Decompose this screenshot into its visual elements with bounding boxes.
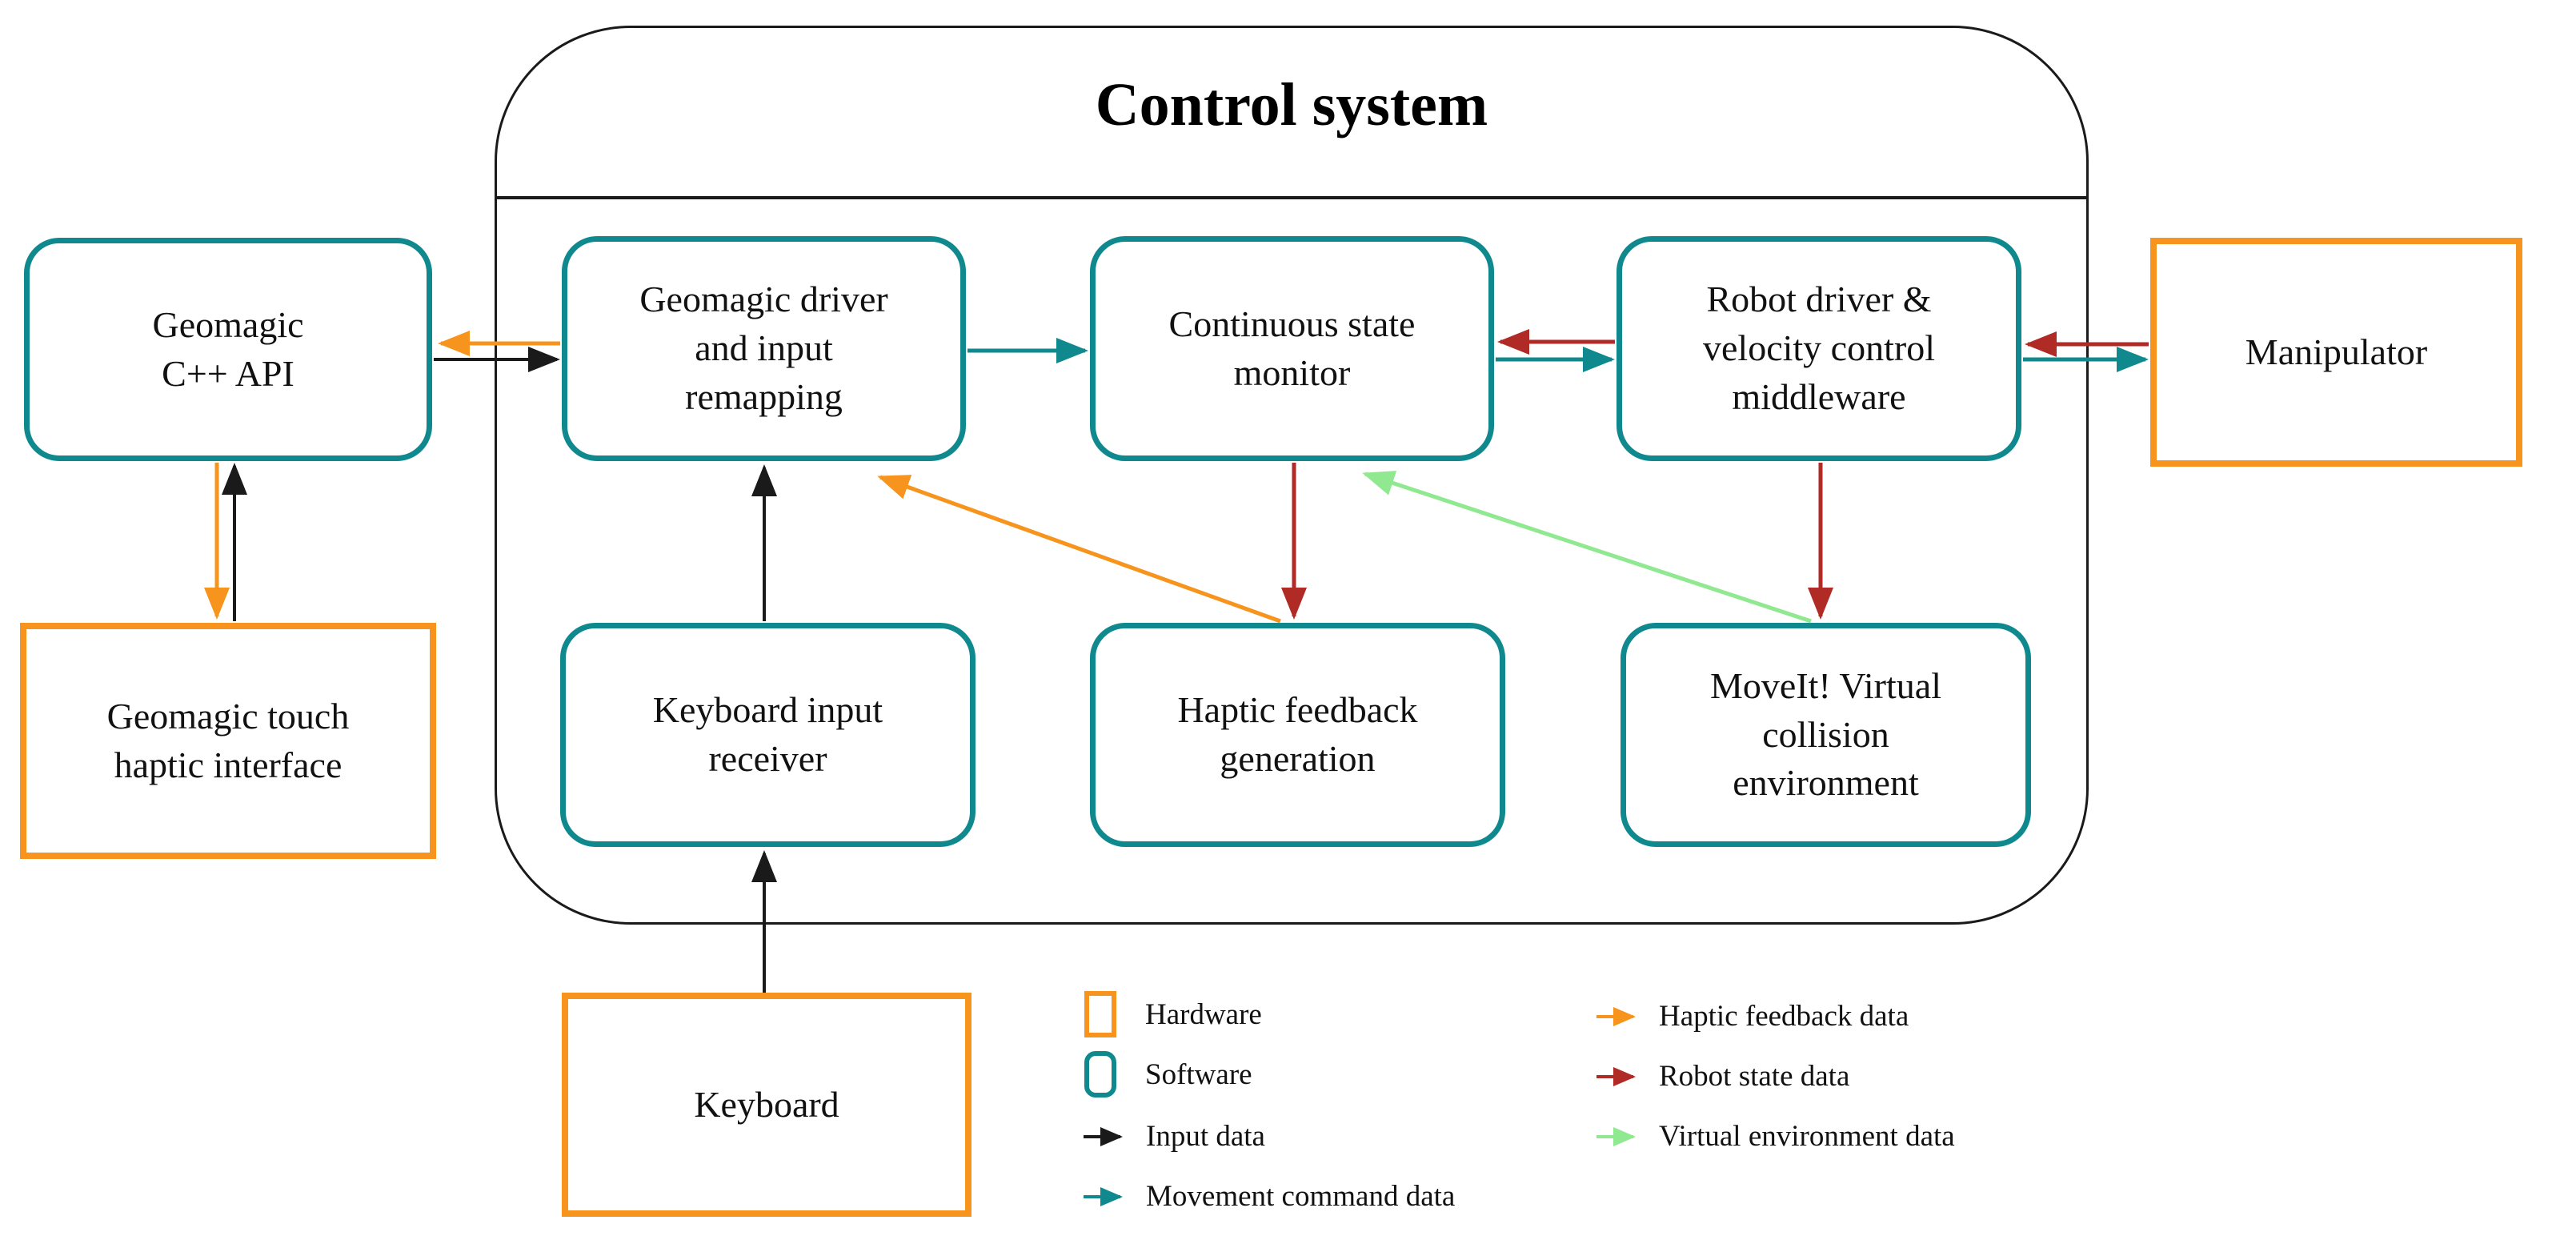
haptic-feedback-data-arrow-icon (1596, 1006, 1636, 1026)
legend-software-label: Software (1145, 1057, 1252, 1091)
node-keyboard-input-receiver: Keyboard input receiver (560, 623, 976, 847)
legend-item-virtual-environment-data: Virtual environment data (1595, 1119, 1955, 1154)
node-keyboard-label: Keyboard (694, 1083, 839, 1125)
node-keyboard: Keyboard (562, 993, 972, 1217)
node-geomagic-driver: Geomagic driver and input remapping (562, 236, 966, 461)
legend-item-software: Software (1084, 1051, 1252, 1098)
node-geomagic-touch-label: Geomagic touch haptic interface (106, 695, 350, 785)
control-system-container (495, 26, 2089, 925)
movement-command-data-arrow-icon (1084, 1186, 1123, 1206)
control-system-title: Control system (1095, 71, 1488, 138)
virtual-environment-data-arrow-icon (1596, 1126, 1636, 1146)
legend-item-haptic-feedback-data: Haptic feedback data (1595, 999, 1909, 1033)
legend-virtual-environment-label: Virtual environment data (1659, 1120, 1955, 1153)
node-moveit-label: MoveIt! Virtual collision environment (1710, 664, 1941, 804)
control-system-divider (497, 196, 2086, 199)
node-geomagic-api-label: Geomagic C++ API (152, 303, 304, 394)
input-data-arrow-icon (1084, 1126, 1123, 1146)
robot-state-data-arrow-icon (1596, 1066, 1636, 1086)
node-moveit-virtual-collision-environment: MoveIt! Virtual collision environment (1621, 623, 2031, 847)
node-manipulator: Manipulator (2150, 238, 2522, 467)
node-continuous-state-monitor: Continuous state monitor (1090, 236, 1494, 461)
hardware-swatch-icon (1084, 991, 1116, 1037)
legend-input-data-label: Input data (1146, 1120, 1265, 1153)
legend-movement-command-label: Movement command data (1146, 1180, 1456, 1213)
node-geomagic-driver-label: Geomagic driver and input remapping (639, 279, 888, 417)
node-geomagic-touch-haptic-interface: Geomagic touch haptic interface (20, 623, 436, 859)
node-geomagic-api: Geomagic C++ API (24, 238, 432, 461)
legend-haptic-feedback-label: Haptic feedback data (1659, 1000, 1909, 1033)
legend-item-hardware: Hardware (1084, 991, 1262, 1037)
software-swatch-icon (1084, 1051, 1116, 1098)
legend-hardware-label: Hardware (1145, 997, 1262, 1031)
node-robot-driver-label: Robot driver & velocity control middlewa… (1703, 279, 1935, 417)
node-manipulator-label: Manipulator (2245, 331, 2428, 372)
node-keyboard-receiver-label: Keyboard input receiver (652, 689, 883, 779)
legend-item-input-data: Input data (1082, 1119, 1265, 1154)
legend-item-robot-state-data: Robot state data (1595, 1059, 1849, 1094)
node-haptic-generation-label: Haptic feedback generation (1177, 689, 1418, 779)
legend-item-movement-command-data: Movement command data (1082, 1179, 1455, 1214)
legend-robot-state-label: Robot state data (1659, 1060, 1850, 1093)
node-state-monitor-label: Continuous state monitor (1168, 303, 1416, 393)
node-robot-driver-middleware: Robot driver & velocity control middlewa… (1617, 236, 2021, 461)
node-haptic-feedback-generation: Haptic feedback generation (1090, 623, 1505, 847)
